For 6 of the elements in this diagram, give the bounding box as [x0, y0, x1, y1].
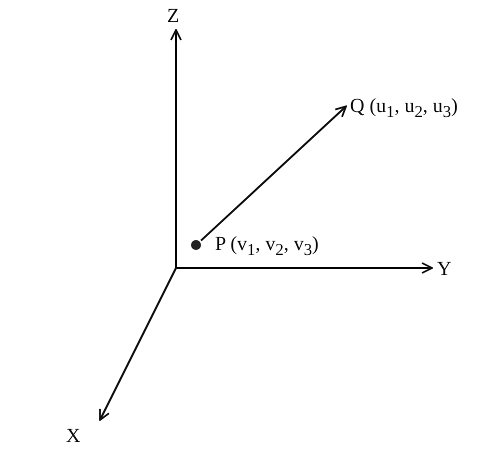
- point-label: Q (u$_{1}$, u$_{2}$, u$_{3}$): [350, 96, 458, 121]
- axis-label: X: [66, 426, 80, 446]
- axis-label: Y: [437, 259, 452, 279]
- axis-label: Z: [167, 6, 180, 26]
- point-label: P (v$_{1}$, v$_{2}$, v$_{3}$): [215, 234, 319, 259]
- arrow: [200, 105, 347, 242]
